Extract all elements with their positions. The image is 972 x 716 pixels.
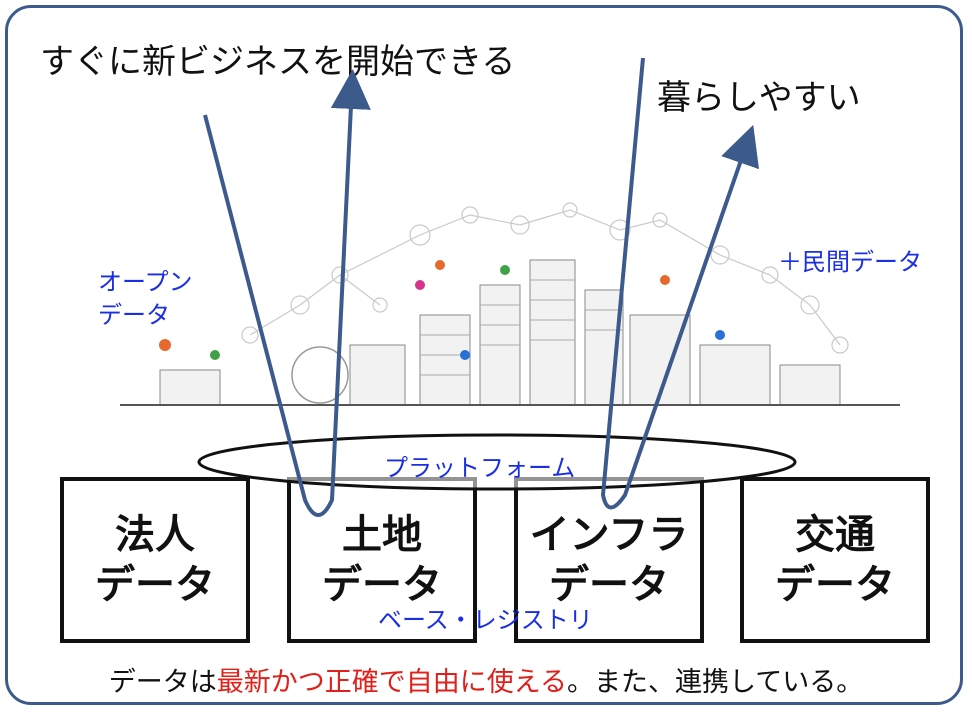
caption-post: 。また、連携している。 (567, 667, 864, 698)
box-traffic-line1: 交通 (795, 512, 875, 558)
box-land-data: 土地 データ (287, 477, 477, 643)
box-land-line1: 土地 (342, 512, 422, 558)
label-private-data: ＋民間データ (778, 248, 922, 276)
label-open-data-line1: オープン (98, 268, 193, 296)
label-base-registry: ベース・レジストリ (378, 606, 593, 634)
headline-new-business: すぐに新ビジネスを開始できる (40, 42, 516, 82)
box-land-line2: データ (322, 562, 442, 608)
caption-highlight: 最新かつ正確で自由に使える (216, 667, 567, 698)
box-traffic-line2: データ (775, 562, 895, 608)
platform-ellipse (197, 433, 797, 491)
box-corporate-data: 法人 データ (60, 477, 250, 643)
arrow-right-path (600, 57, 760, 510)
box-corporate-line1: 法人 (115, 512, 195, 558)
label-platform: プラットフォーム (384, 454, 576, 482)
headline-livable: 暮らしやすい (657, 78, 861, 118)
box-traffic-data: 交通 データ (740, 477, 930, 643)
box-infrastructure-line2: データ (549, 562, 669, 608)
caption-pre: データは (108, 667, 217, 698)
arrow-left-path (203, 69, 371, 517)
label-open-data-line2: データ (98, 301, 170, 329)
bottom-caption: データは最新かつ正確で自由に使える。また、連携している。 (0, 660, 972, 699)
box-infrastructure-line1: インフラ (529, 512, 689, 558)
city-illustration (120, 202, 900, 406)
box-corporate-line2: データ (95, 562, 215, 608)
